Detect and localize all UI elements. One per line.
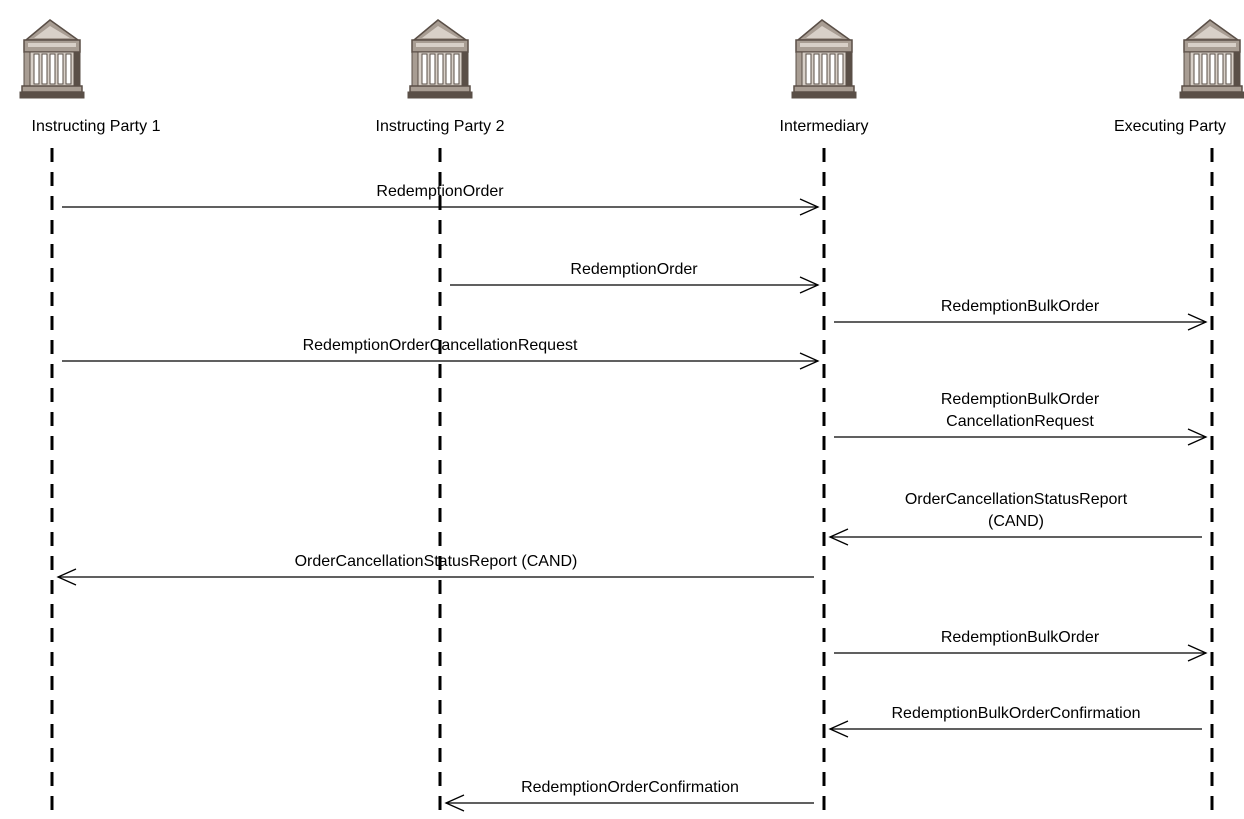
message-arrow [828, 528, 1202, 546]
message-label: RedemptionBulkOrder [941, 627, 1099, 649]
bank-building-icon [19, 19, 85, 99]
message-arrow [834, 644, 1208, 662]
message-arrow [828, 720, 1202, 738]
participant-label-ip1: Instructing Party 1 [31, 118, 161, 135]
bank-building-icon [791, 19, 857, 99]
message-arrow [62, 198, 820, 216]
message-label-line: RedemptionBulkOrder [940, 629, 1100, 646]
message-label-line: RedemptionBulkOrder [940, 391, 1100, 408]
message-label-line: CancellationRequest [946, 413, 1094, 430]
message-label-line: RedemptionOrder [376, 183, 504, 200]
participant-label-int: Intermediary [779, 118, 869, 135]
message-label-line: RedemptionOrder [570, 261, 698, 278]
message-label: OrderCancellationStatusReport (CAND) [295, 551, 578, 573]
bank-building-icon [407, 19, 473, 99]
message-arrow [56, 568, 814, 586]
message-label: RedemptionBulkOrderConfirmation [892, 703, 1141, 725]
message-label-line: (CAND) [988, 513, 1044, 530]
bank-building-icon [1179, 19, 1244, 99]
participant-label-ip2: Instructing Party 2 [375, 118, 505, 135]
message-label-line: OrderCancellationStatusReport [904, 491, 1128, 508]
message-label: OrderCancellationStatusReport (CAND) [905, 489, 1127, 533]
message-label-line: RedemptionOrderCancellationRequest [302, 337, 578, 354]
message-label-line: RedemptionOrderConfirmation [521, 779, 739, 796]
message-arrow [444, 794, 814, 812]
message-arrow [834, 428, 1208, 446]
message-label-line: OrderCancellationStatusReport (CAND) [294, 553, 578, 570]
message-label-line: RedemptionBulkOrder [940, 298, 1100, 315]
message-label-line: RedemptionBulkOrderConfirmation [891, 705, 1141, 722]
message-arrow [62, 352, 820, 370]
message-label: RedemptionOrder [570, 259, 697, 281]
message-label: RedemptionOrder [376, 181, 503, 203]
message-arrow [834, 313, 1208, 331]
participant-label-ep: Executing Party [1113, 118, 1227, 135]
message-label: RedemptionBulkOrder [941, 296, 1099, 318]
message-arrow [450, 276, 820, 294]
message-label: RedemptionOrderConfirmation [521, 777, 739, 799]
message-label: RedemptionOrderCancellationRequest [303, 335, 578, 357]
